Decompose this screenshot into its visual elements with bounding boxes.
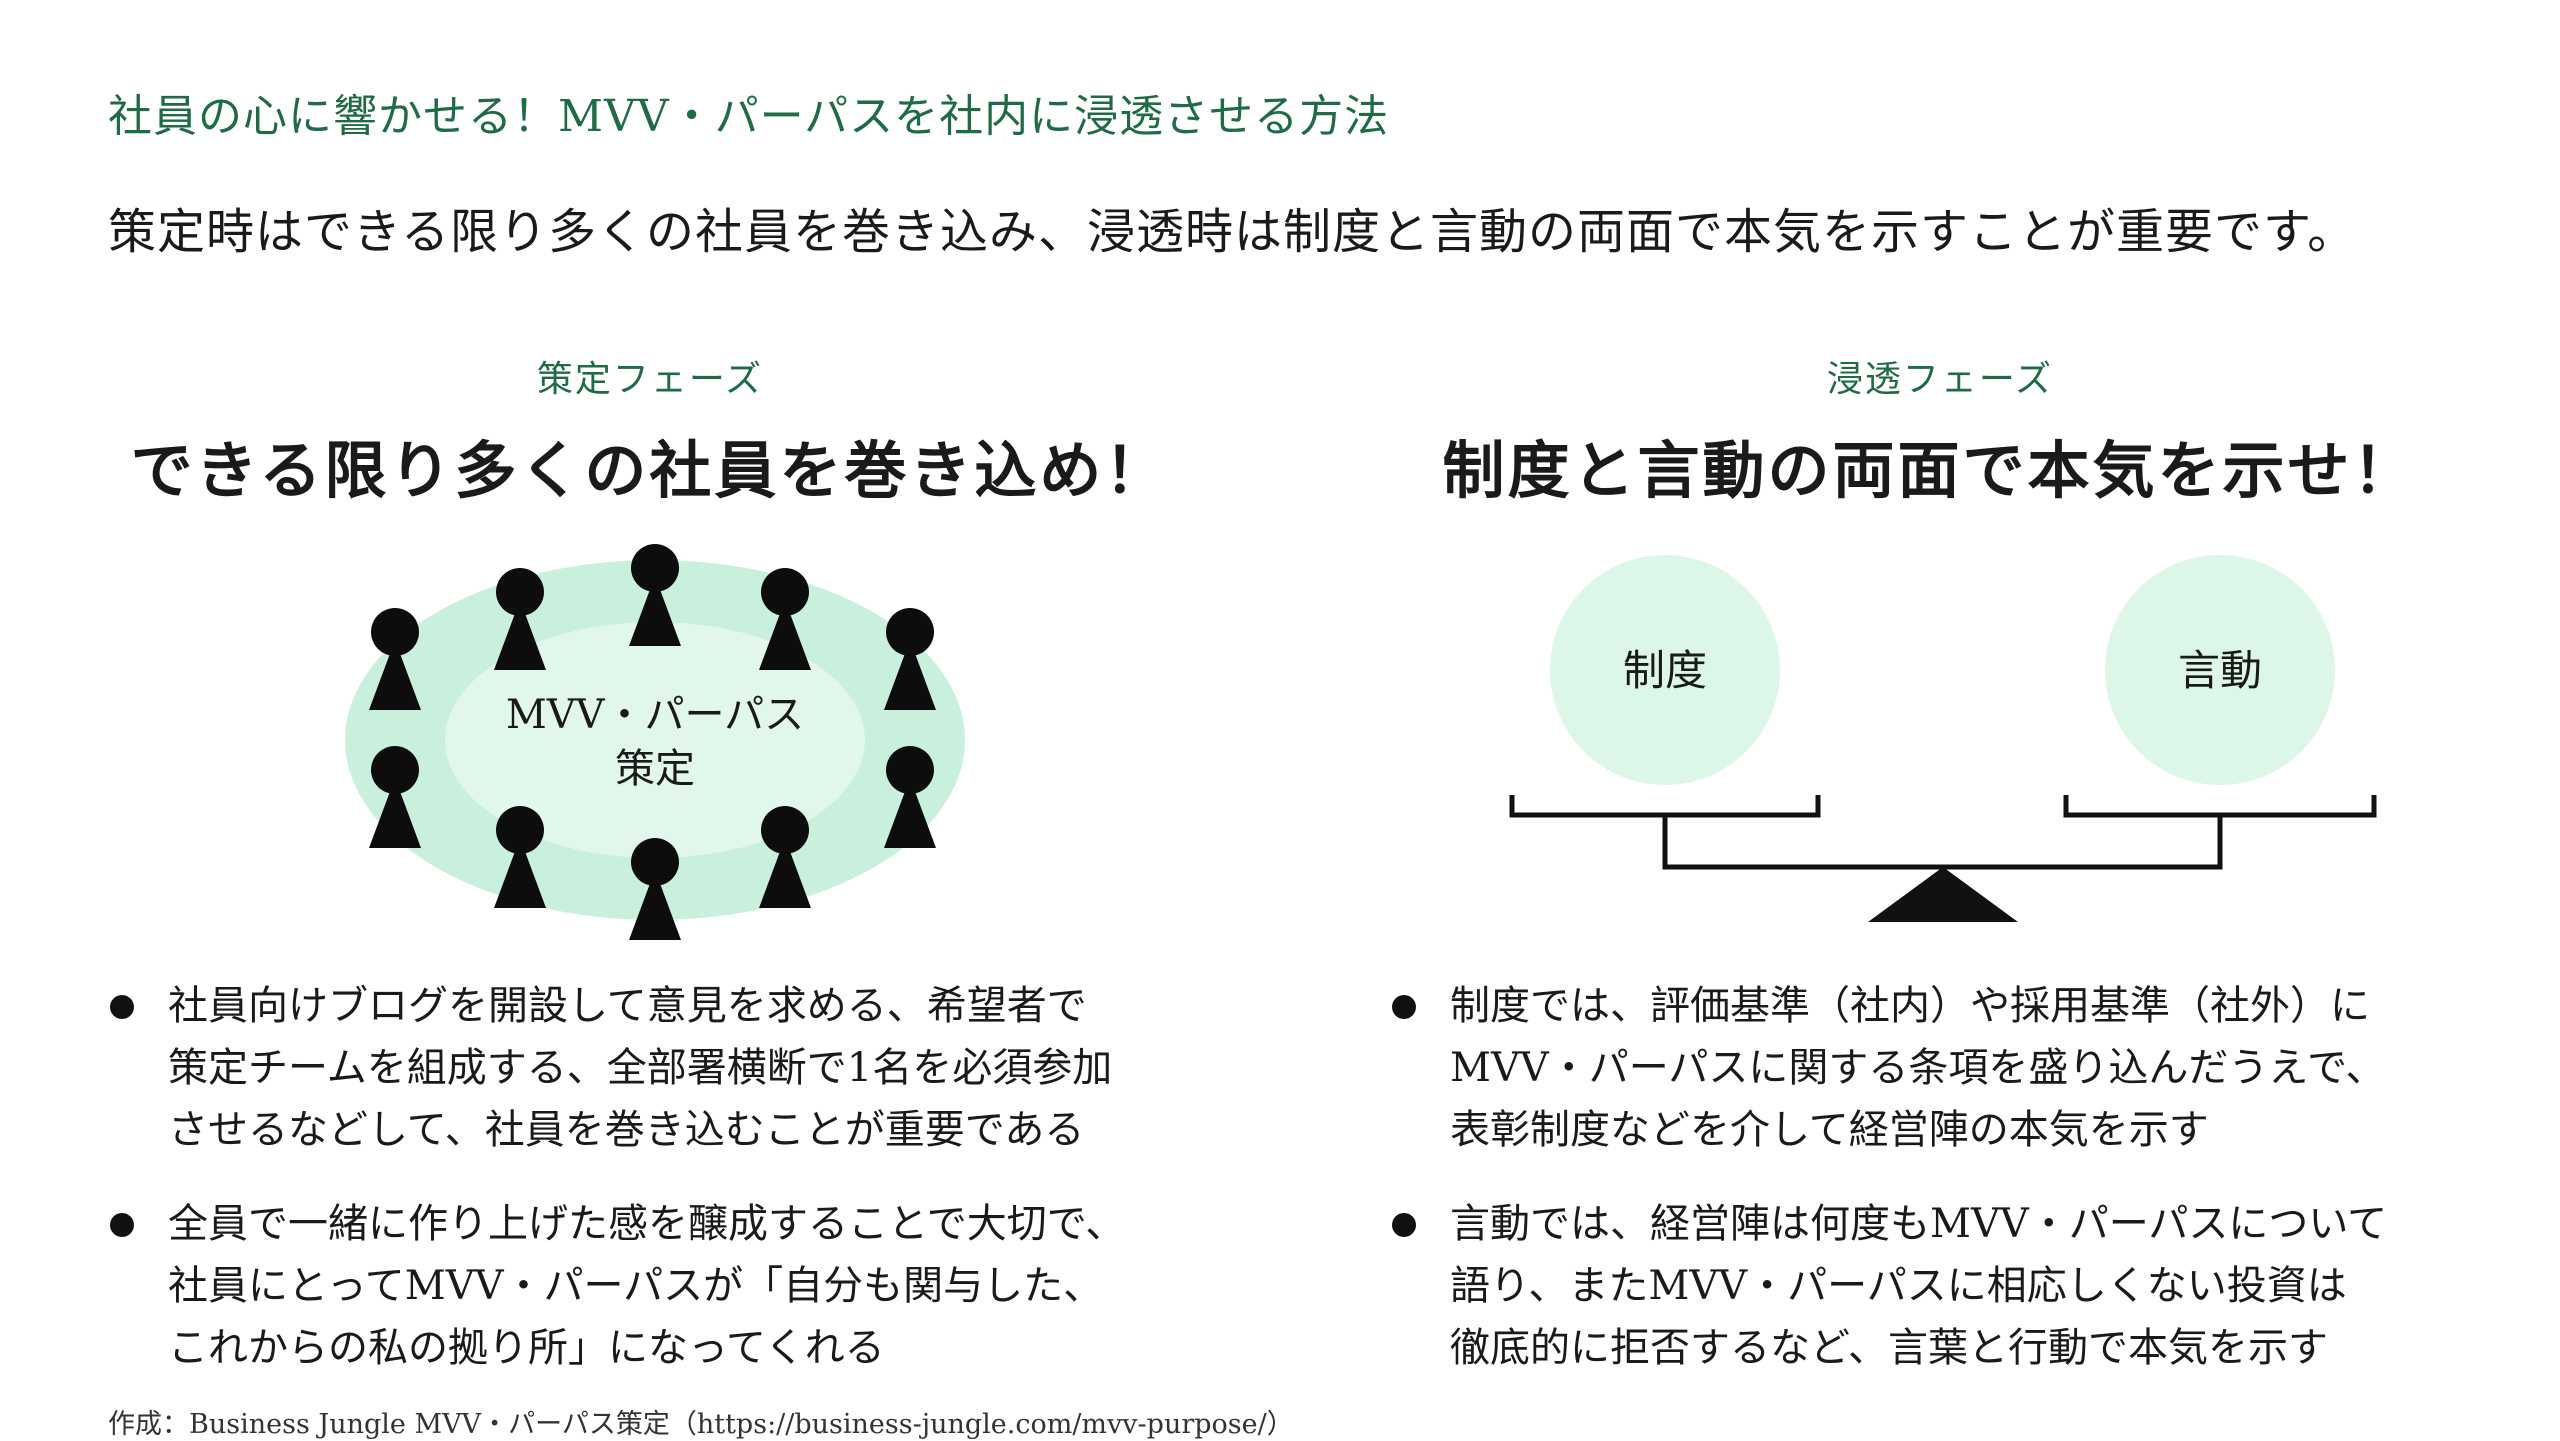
bullet-line: 社員向けブログを開設して意見を求める、希望者で xyxy=(168,983,1087,1029)
person-icon xyxy=(759,568,811,670)
person-body xyxy=(494,838,546,908)
bullet-dot-icon xyxy=(110,1213,134,1237)
person-body xyxy=(494,600,546,670)
person-body xyxy=(629,870,681,940)
person-head xyxy=(496,568,544,616)
left-phase-label: 策定フェーズ xyxy=(536,359,764,400)
list-item: 社員向けブログを開設して意見を求める、希望者で 策定チームを組成する、全部署横断… xyxy=(108,975,1258,1161)
person-head xyxy=(631,838,679,886)
person-body xyxy=(759,838,811,908)
person-head xyxy=(371,608,419,656)
bullet-line: 表彰制度などを介して経営陣の本気を示す xyxy=(1450,1107,2209,1153)
person-icon xyxy=(494,568,546,670)
center-label-line2: 策定 xyxy=(615,746,695,792)
right-bullet-list: 制度では、評価基準（社内）や採用基準（社外）に MVV・パーパスに関する条項を盛… xyxy=(1390,975,2540,1411)
bullet-dot-icon xyxy=(1392,1213,1416,1237)
bullet-dot-icon xyxy=(110,995,134,1019)
center-label-line1: MVV・パーパス xyxy=(506,692,804,738)
person-icon xyxy=(759,806,811,908)
person-head xyxy=(631,544,679,592)
person-head xyxy=(886,608,934,656)
person-icon xyxy=(884,746,936,848)
bullet-line: 言動では、経営陣は何度もMVV・パーパスについて xyxy=(1450,1201,2388,1247)
bullet-line: させるなどして、社員を巻き込むことが重要である xyxy=(168,1107,1085,1153)
person-icon xyxy=(629,544,681,646)
bullet-line: 社員にとってMVV・パーパスが「自分も関与した、 xyxy=(168,1263,1104,1309)
bullet-line: 全員で一緒に作り上げた感を醸成することで大切で、 xyxy=(168,1201,1126,1247)
circle-system xyxy=(1550,555,1780,785)
person-icon xyxy=(884,608,936,710)
ellipse-inner xyxy=(445,622,865,858)
page-title: 社員の心に響かせる！MVV・パーパスを社内に浸透させる方法 xyxy=(108,91,1390,142)
person-body xyxy=(369,778,421,848)
bullet-line: 策定チームを組成する、全部署横断で1名を必須参加 xyxy=(168,1045,1113,1091)
balance-beam xyxy=(1662,815,2223,870)
list-item: 言動では、経営陣は何度もMVV・パーパスについて 語り、またMVV・パーパスに相… xyxy=(1390,1193,2540,1379)
footer-source: 作成：Business Jungle MVV・パーパス策定（https://bu… xyxy=(108,1409,1294,1440)
list-item: 制度では、評価基準（社内）や採用基準（社外）に MVV・パーパスに関する条項を盛… xyxy=(1390,975,2540,1161)
person-body xyxy=(759,600,811,670)
person-icon xyxy=(369,746,421,848)
person-head xyxy=(761,806,809,854)
bullet-line: 制度では、評価基準（社内）や採用基準（社外）に xyxy=(1450,983,2370,1029)
circle-system-label: 制度 xyxy=(1623,646,1707,695)
participation-diagram: MVV・パーパス 策定 xyxy=(345,544,965,940)
page-lead: 策定時はできる限り多くの社員を巻き込み、浸透時は制度と言動の両面で本気を示すこと… xyxy=(108,204,2357,260)
bullet-line: MVV・パーパスに関する条項を盛り込んだうえで、 xyxy=(1450,1045,2386,1091)
person-head xyxy=(371,746,419,794)
bullet-line: 徹底的に拒否するなど、言葉と行動で本気を示す xyxy=(1450,1325,2328,1371)
right-phase-label: 浸透フェーズ xyxy=(1826,359,2054,400)
person-body xyxy=(629,576,681,646)
person-icon xyxy=(369,608,421,710)
bullet-line: これからの私の拠り所」になってくれる xyxy=(168,1325,885,1371)
person-head xyxy=(761,568,809,616)
fulcrum xyxy=(1868,867,2018,922)
person-body xyxy=(884,778,936,848)
left-bullet-list: 社員向けブログを開設して意見を求める、希望者で 策定チームを組成する、全部署横断… xyxy=(108,975,1258,1411)
bullet-line: 語り、またMVV・パーパスに相応しくない投資は xyxy=(1450,1263,2347,1309)
person-body xyxy=(369,640,421,710)
right-phase-heading: 制度と言動の両面で本気を示せ！ xyxy=(1442,434,2418,507)
people-group xyxy=(369,544,936,940)
circle-words-actions xyxy=(2105,555,2335,785)
person-icon xyxy=(629,838,681,940)
person-head xyxy=(886,746,934,794)
left-tray xyxy=(1509,795,1821,818)
circle-words-actions-label: 言動 xyxy=(2178,646,2262,695)
left-phase-heading: できる限り多くの社員を巻き込め！ xyxy=(130,434,1170,507)
bullet-dot-icon xyxy=(1392,995,1416,1019)
person-icon xyxy=(494,806,546,908)
list-item: 全員で一緒に作り上げた感を醸成することで大切で、 社員にとってMVV・パーパスが… xyxy=(108,1193,1258,1379)
person-head xyxy=(496,806,544,854)
right-tray xyxy=(2063,795,2377,818)
person-body xyxy=(884,640,936,710)
balance-diagram: 制度 言動 xyxy=(1509,555,2377,922)
